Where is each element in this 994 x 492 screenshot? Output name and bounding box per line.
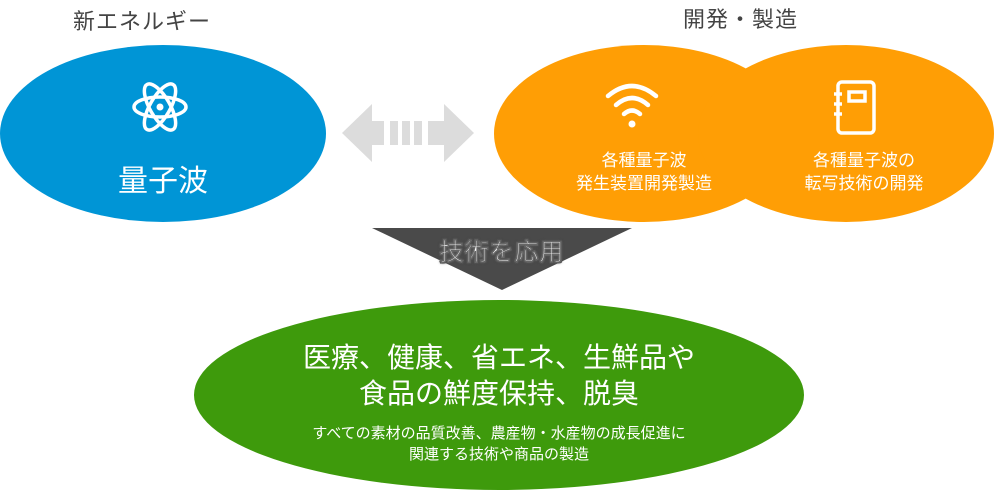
applications-description-line2: 関連する技術や商品の製造	[408, 445, 589, 463]
notebook-icon	[833, 80, 877, 136]
transfer-technology-line2: 転写技術の開発	[804, 174, 924, 194]
applications-title-line2: 食品の鮮度保持、脱臭	[358, 377, 639, 410]
device-development-line1: 各種量子波	[601, 151, 687, 171]
quantum-wave-label: 量子波	[118, 164, 208, 199]
applications-title-line1: 医療、健康、省エネ、生鮮品や	[302, 341, 695, 374]
applications-description-line1: すべての素材の品質改善、農産物・水産物の成長促進に	[312, 424, 686, 442]
transfer-technology-line1: 各種量子波の	[813, 151, 915, 171]
apply-technology-arrow	[372, 228, 632, 294]
left-section-heading: 新エネルギー	[73, 10, 212, 35]
right-section-heading: 開発・製造	[683, 8, 799, 33]
apply-technology-label: 技術を応用	[439, 238, 565, 267]
wifi-signal-icon	[604, 80, 660, 128]
atom-icon	[130, 77, 190, 137]
device-development-line2: 発生装置開発製造	[576, 174, 712, 194]
quantum-wave-circle: 量子波	[0, 45, 326, 222]
double-arrow-icon	[342, 104, 474, 166]
applications-circle: 医療、健康、省エネ、生鮮品や 食品の鮮度保持、脱臭 すべての素材の品質改善、農産…	[194, 300, 804, 490]
